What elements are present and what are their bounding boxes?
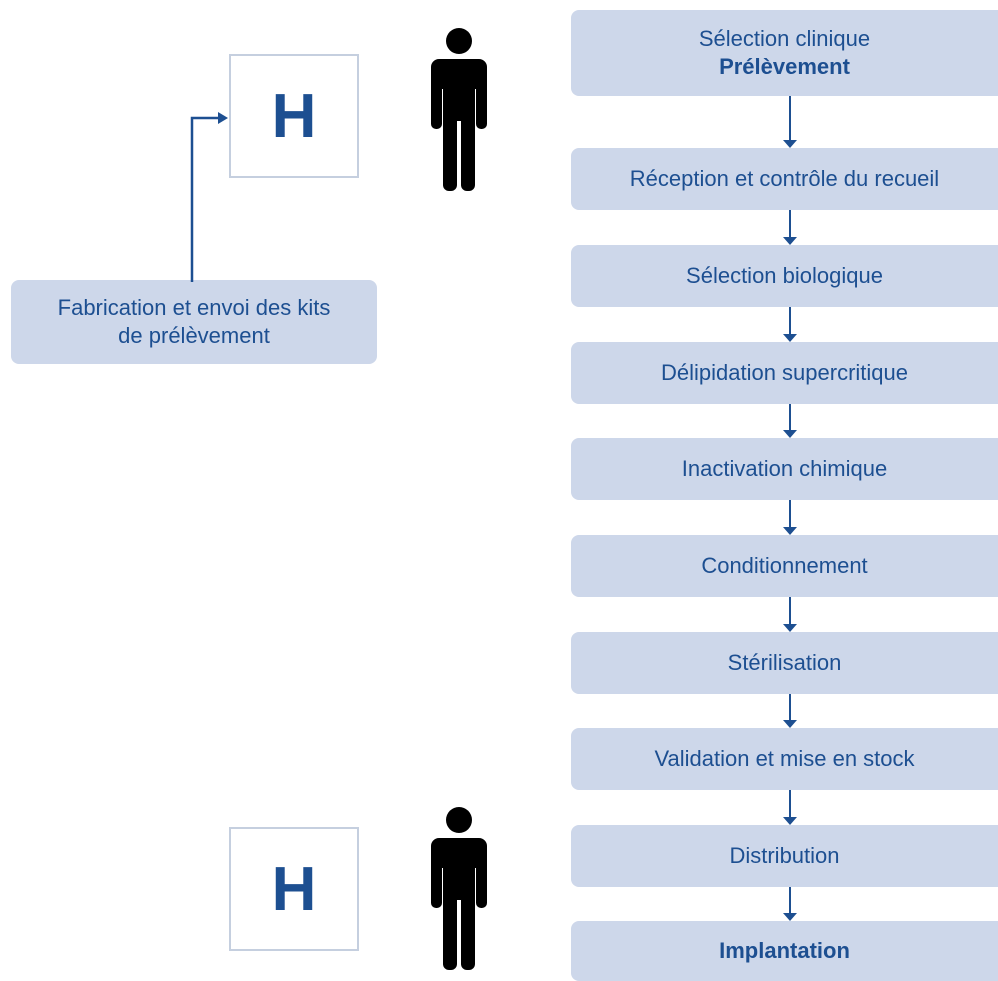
step-label: Conditionnement bbox=[701, 553, 868, 578]
step-selection-prelevement: Sélection clinique Prélèvement bbox=[571, 10, 998, 96]
kit-label-line1: Fabrication et envoi des kits bbox=[57, 295, 331, 320]
step-sterilisation: Stérilisation bbox=[571, 632, 998, 694]
step-label: Validation et mise en stock bbox=[654, 746, 915, 771]
step-implantation: Implantation bbox=[571, 921, 998, 981]
step-label: Sélection clinique bbox=[698, 26, 871, 51]
arrow-down-icon bbox=[783, 597, 797, 632]
step-label: Distribution bbox=[729, 843, 840, 868]
hospital-icon: H bbox=[229, 54, 359, 178]
step-selection-biologique: Sélection biologique bbox=[571, 245, 998, 307]
kit-label-line2: de prélèvement bbox=[118, 323, 270, 348]
step-label-bold: Prélèvement bbox=[719, 54, 850, 79]
kit-fabrication-box: Fabrication et envoi des kits de prélève… bbox=[11, 280, 377, 364]
person-icon bbox=[431, 28, 487, 191]
person-icon bbox=[431, 807, 487, 970]
step-label: Sélection biologique bbox=[686, 263, 883, 288]
hospital-icon: H bbox=[229, 827, 359, 951]
step-distribution: Distribution bbox=[571, 825, 998, 887]
kit-to-hospital-connector bbox=[190, 112, 228, 282]
step-conditionnement: Conditionnement bbox=[571, 535, 998, 597]
arrow-down-icon bbox=[783, 500, 797, 535]
arrow-down-icon bbox=[783, 307, 797, 342]
step-delipidation: Délipidation supercritique bbox=[571, 342, 998, 404]
step-label: Inactivation chimique bbox=[681, 456, 888, 481]
arrow-down-icon bbox=[783, 96, 797, 148]
step-reception: Réception et contrôle du recueil bbox=[571, 148, 998, 210]
step-label: Stérilisation bbox=[727, 650, 842, 675]
arrow-down-icon bbox=[783, 404, 797, 438]
arrow-down-icon bbox=[783, 694, 797, 728]
step-label: Réception et contrôle du recueil bbox=[629, 166, 940, 191]
step-inactivation: Inactivation chimique bbox=[571, 438, 998, 500]
arrow-down-icon bbox=[783, 790, 797, 825]
arrow-down-icon bbox=[783, 887, 797, 921]
step-label-bold: Implantation bbox=[719, 938, 850, 963]
step-validation: Validation et mise en stock bbox=[571, 728, 998, 790]
arrow-down-icon bbox=[783, 210, 797, 245]
step-label: Délipidation supercritique bbox=[660, 360, 909, 385]
